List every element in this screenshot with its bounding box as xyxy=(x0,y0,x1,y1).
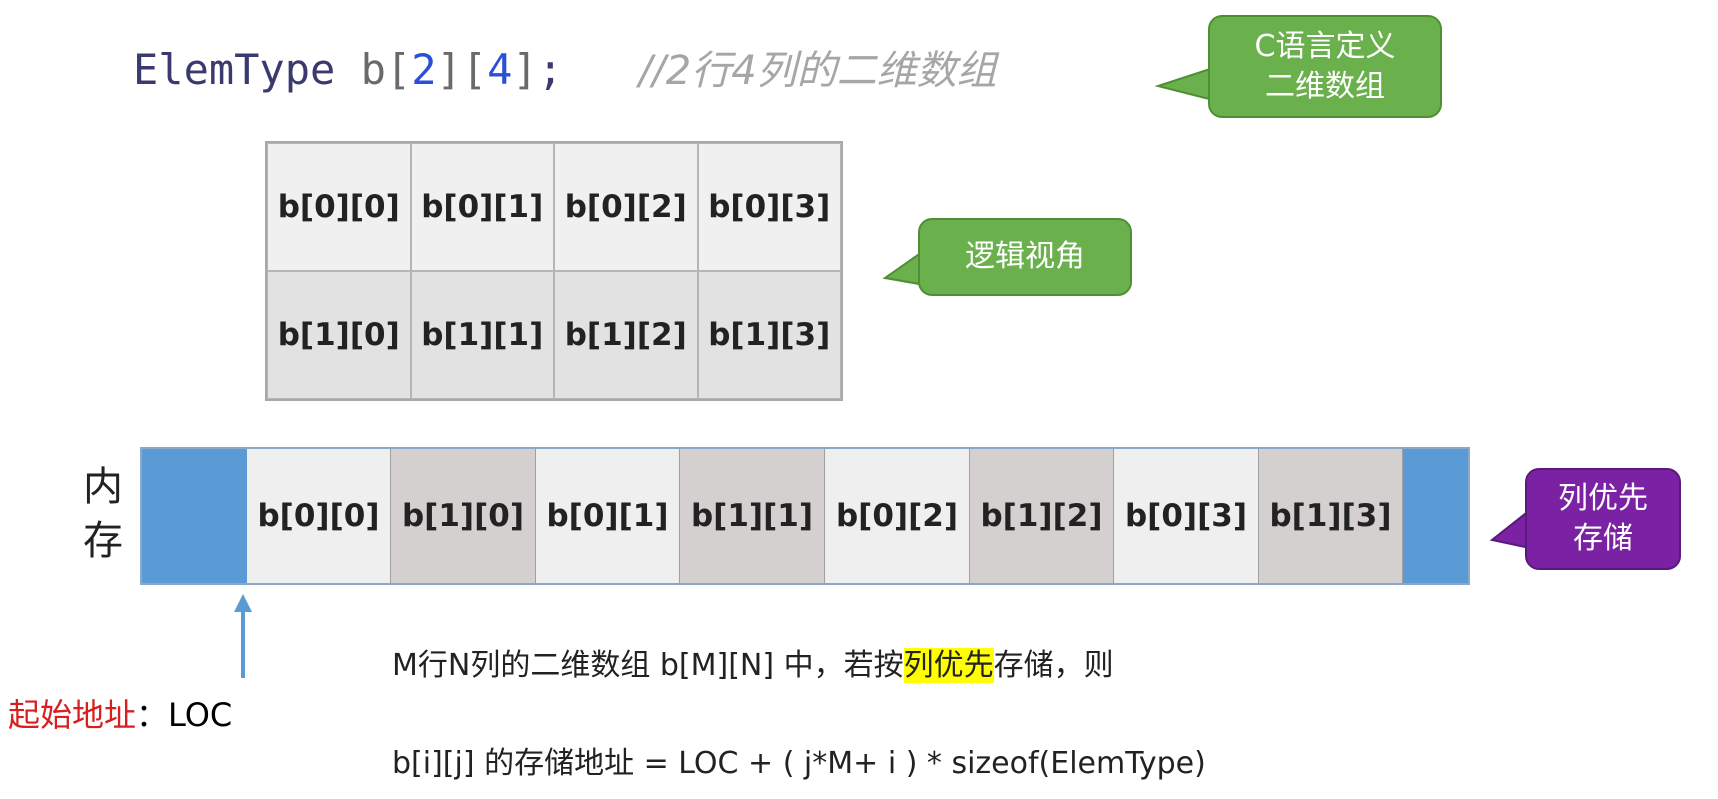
memory-cell: b[0][0] xyxy=(247,449,391,583)
grid-cell: b[0][0] xyxy=(267,143,411,271)
code-var: b xyxy=(360,45,386,94)
memory-cell: b[0][2] xyxy=(825,449,970,583)
grid-cell: b[0][3] xyxy=(697,143,841,271)
memory-cell: b[1][1] xyxy=(680,449,825,583)
callout-column-major: 列优先存储 xyxy=(1525,468,1681,570)
c-def-pointer xyxy=(1154,66,1214,102)
memory-strip: b[0][0] b[1][0] b[0][1] b[1][1] b[0][2] … xyxy=(140,447,1470,585)
start-address-label: 起始地址 xyxy=(8,696,137,734)
code-dim2: 4 xyxy=(487,45,513,94)
grid-cell: b[1][0] xyxy=(267,271,411,399)
grid-cell: b[1][3] xyxy=(697,271,841,399)
formula-line-2: b[i][j] 的存储地址 = LOC + ( j*M+ i ) * sizeo… xyxy=(392,746,1206,781)
start-address-value: LOC xyxy=(168,696,233,734)
logical-grid: b[0][0] b[0][1] b[0][2] b[0][3] b[1][0] … xyxy=(265,141,843,401)
grid-cell: b[1][2] xyxy=(554,271,698,399)
code-declaration: ElemType b[2][4]; //2行4列的二维数组 xyxy=(133,45,997,94)
callout-logical-view: 逻辑视角 xyxy=(918,218,1132,296)
memory-cell: b[0][3] xyxy=(1114,449,1259,583)
memory-label: 内 存 xyxy=(83,464,123,564)
start-address: 起始地址：LOC xyxy=(8,696,233,734)
code-comment: //2行4列的二维数组 xyxy=(638,48,997,94)
memory-cell: b[1][3] xyxy=(1259,449,1403,583)
memory-pad-right xyxy=(1403,449,1468,583)
memory-cell: b[0][1] xyxy=(536,449,680,583)
code-end: ; xyxy=(537,45,563,94)
grid-cell: b[0][2] xyxy=(554,143,698,271)
grid-cell: b[1][1] xyxy=(410,271,554,399)
grid-cell: b[0][1] xyxy=(410,143,554,271)
memory-cell: b[1][0] xyxy=(391,449,536,583)
code-type: ElemType xyxy=(133,45,336,94)
highlight-column-major: 列优先 xyxy=(903,648,994,683)
callout-c-definition: C语言定义二维数组 xyxy=(1208,15,1442,118)
formula-line-1: M行N列的二维数组 b[M][N] 中，若按列优先存储，则 xyxy=(392,648,1114,683)
memory-cell: b[1][2] xyxy=(970,449,1114,583)
code-dim1: 2 xyxy=(411,45,437,94)
memory-pad-left xyxy=(142,449,247,583)
start-arrow-head xyxy=(234,594,252,612)
